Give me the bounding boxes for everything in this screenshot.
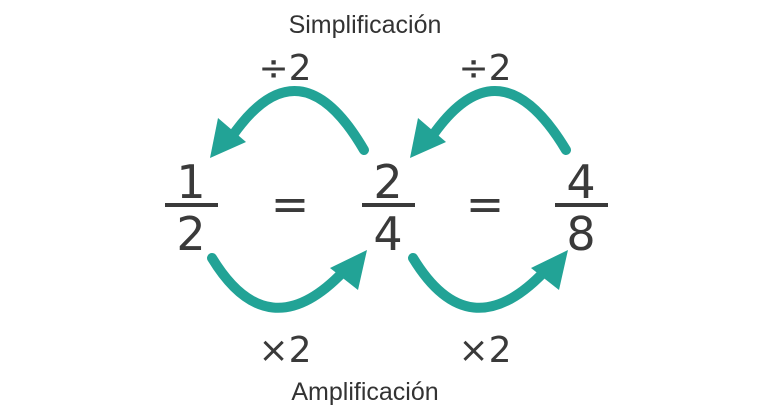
divide-by-2-label-2: ÷2	[458, 48, 511, 89]
fraction-bar	[165, 203, 218, 207]
multiply-by-2-label-1: ×2	[258, 330, 311, 371]
simplify-arrow-1	[210, 85, 369, 158]
amplification-label: Amplificación	[291, 378, 438, 406]
multiply-by-2-label-2: ×2	[458, 330, 511, 371]
equals-sign-1: =	[271, 177, 310, 231]
denominator: 4	[373, 207, 402, 261]
numerator: 4	[566, 155, 595, 209]
fraction-bar	[362, 203, 415, 207]
fraction-1-2: 1 2	[165, 155, 218, 261]
simplify-arrow-2	[410, 85, 571, 158]
amplify-arrow-2	[408, 250, 568, 313]
numerator: 2	[373, 155, 402, 209]
amplify-arrow-1	[207, 250, 367, 313]
fraction-2-4: 2 4	[362, 155, 415, 261]
equals-sign-2: =	[466, 177, 505, 231]
divide-by-2-label-1: ÷2	[258, 48, 311, 89]
fraction-4-8: 4 8	[555, 155, 608, 261]
denominator: 8	[566, 207, 595, 261]
fraction-bar	[555, 203, 608, 207]
numerator: 1	[176, 155, 205, 209]
denominator: 2	[176, 207, 205, 261]
simplification-label: Simplificación	[289, 11, 442, 39]
